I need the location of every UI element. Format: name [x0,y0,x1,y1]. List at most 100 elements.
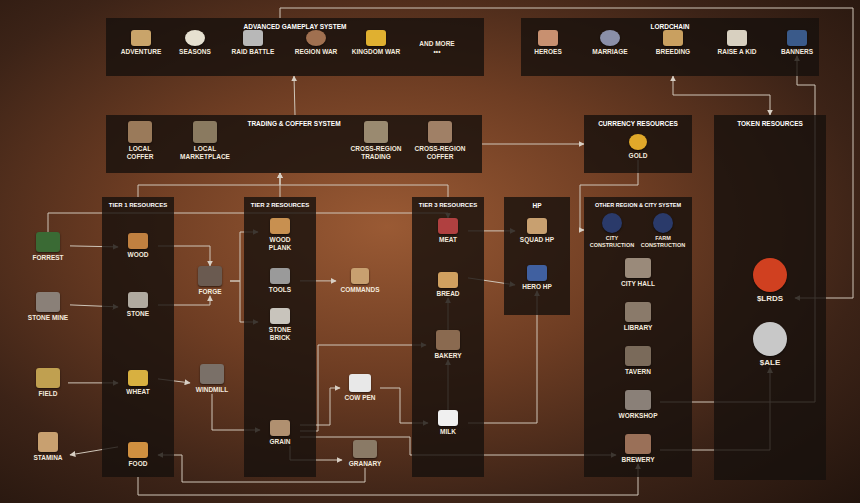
panel-heading: TIER 3 RESOURCES [412,202,484,208]
panel-band: TRADING & COFFER SYSTEMLOCAL COFFERLOCAL… [106,115,482,173]
resource-item: CITY CONSTRUCTION [589,213,635,248]
resource-item: CROSS-REGION COFFER [411,121,469,161]
item-label: STAMINA [26,454,70,462]
item-icon [270,268,290,284]
item-label: TOOLS [260,286,300,294]
item-label: RAISE A KID [715,48,759,56]
resource-item: STONE MINE [26,292,70,322]
resource-item: LOCAL MARKETPLACE [174,121,236,161]
item-icon [653,213,673,233]
item-label: $LRDS [745,294,795,304]
item-label: GRANARY [342,460,388,468]
panel-heading: ADVANCED GAMEPLAY SYSTEM [106,23,484,30]
item-icon [131,30,151,46]
flow-connector [138,173,280,197]
item-icon [270,308,290,324]
resource-item: STONE [118,292,158,318]
item-label: $ALE [745,358,795,368]
item-icon [128,292,148,308]
resource-item: REGION WAR [294,30,338,56]
item-label: LIBRARY [616,324,660,332]
resource-item: FARM CONSTRUCTION [640,213,686,248]
resource-item: WINDMILL [190,364,234,394]
item-icon [625,258,651,278]
panel-band: OTHER REGION & CITY SYSTEM CITY CONSTRUCT… [584,197,692,477]
panel-heading: TIER 1 RESOURCES [102,202,174,208]
resource-item: SEASONS [172,30,218,56]
item-label: BAKERY [426,352,470,360]
item-icon [349,374,371,392]
panel-band: LORDCHAINHEROES MARRIAGE BREEDING RAISE A K… [521,18,819,76]
resource-item: RAID BATTLE [231,30,275,56]
panel-heading: OTHER REGION & CITY SYSTEM [584,202,692,208]
item-label: CROSS-REGION TRADING [346,145,406,161]
item-label: BREAD [428,290,468,298]
item-icon [243,30,263,46]
flow-connector [482,144,584,145]
item-label: STONE BRICK [258,326,302,342]
resource-item: TOOLS [260,268,300,294]
item-icon [128,370,148,386]
item-label: ADVENTURE [116,48,166,56]
item-label: MEAT [428,236,468,244]
item-label: BREWERY [616,456,660,464]
item-icon [128,233,148,249]
item-icon [270,218,290,234]
item-label: GOLD [618,152,658,160]
panel-band: HPSQUAD HPHERO HP [504,197,570,315]
item-icon [193,121,217,143]
resource-item: BREEDING [651,30,695,56]
item-label: FOOD [118,460,158,468]
resource-item: GOLD [618,134,658,160]
panel-band: TIER 2 RESOURCES WOOD PLANK TOOLS STONE BRI… [244,197,316,477]
item-icon [128,121,152,143]
resource-item: HEROES [526,30,570,56]
item-label: SQUAD HP [515,236,559,244]
resource-item: CROSS-REGION TRADING [346,121,406,161]
resource-item: BREAD [428,272,468,298]
resource-item: BREWERY [616,434,660,464]
item-label: TAVERN [616,368,660,376]
resource-item: WORKSHOP [616,390,660,420]
resource-item: $ALE [745,322,795,368]
panel-band: TIER 1 RESOURCES WOOD STONE WHEAT FOOD [102,197,174,477]
resource-item: LOCAL COFFER [118,121,162,161]
item-label: WORKSHOP [616,412,660,420]
panel-heading: TOKEN RESOURCES [714,120,826,127]
item-label: GRAIN [260,438,300,446]
resource-item: WHEAT [118,370,158,396]
resource-item: BAKERY [426,330,470,360]
resource-item: WOOD PLANK [258,218,302,252]
flow-connector [300,345,426,431]
panel-heading: LORDCHAIN [521,23,819,30]
item-label: RAID BATTLE [231,48,275,56]
resource-item: GRAIN [260,420,300,446]
item-label: CITY CONSTRUCTION [589,235,635,248]
item-icon [600,30,620,46]
item-icon [306,30,326,46]
item-label: ••• [414,48,460,56]
resource-item: COMMANDS [336,268,384,294]
item-icon [353,440,377,458]
panel-heading: CURRENCY RESOURCES [584,120,692,127]
item-label: FARM CONSTRUCTION [640,235,686,248]
resource-item: ADVENTURE [116,30,166,56]
item-icon [727,30,747,46]
item-icon [36,232,60,252]
item-icon [625,302,651,322]
item-label: FORREST [26,254,70,262]
resource-item: WOOD [118,233,158,259]
item-label: MARRIAGE [588,48,632,56]
item-icon [436,330,460,350]
item-icon [625,434,651,454]
resource-item: MILK [428,410,468,436]
item-icon [270,420,290,436]
item-icon [527,218,547,234]
resource-item: TAVERN [616,346,660,376]
resource-item: CITY HALL [616,258,660,288]
item-label: LOCAL COFFER [118,145,162,161]
panel-heading: TIER 2 RESOURCES [244,202,316,208]
item-icon [364,121,388,143]
item-icon [438,410,458,426]
resource-item: BANNERS [777,30,817,56]
